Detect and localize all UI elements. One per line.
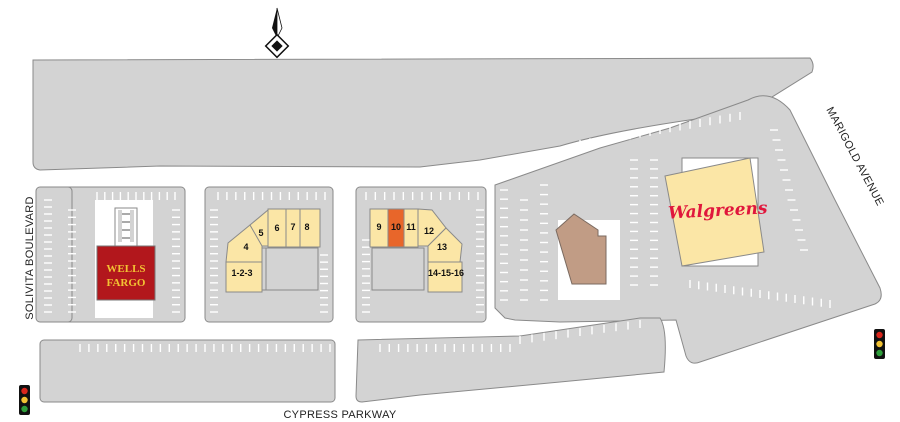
unit-13-label: 13 [437,242,447,252]
west-retail-building: 1-2-3 4 5 6 7 8 [225,208,321,293]
bank-name-line2: FARGO [107,277,146,289]
unit-1-2-3-label: 1-2-3 [231,268,252,278]
traffic-light-icon [874,329,885,359]
east-retail-building: 9 10 11 12 13 14-15-16 [369,208,464,293]
traffic-light-icon [19,385,30,415]
parking-strip-south-east [355,317,666,403]
street-label-west: SOLIVITA BOULEVARD [24,196,36,320]
street-label-south: CYPRESS PARKWAY [283,409,396,421]
unit-6-label: 6 [274,223,279,233]
unit-7-label: 7 [290,222,295,232]
unit-5-label: 5 [258,228,263,238]
walgreens-building: Walgreens [664,157,768,267]
parking-strip-south-west [39,339,336,403]
parking-strip-west [35,186,73,323]
unit-9-label: 9 [376,222,381,232]
parking-stalls [44,112,831,352]
drive-thru-lane [114,207,138,247]
unit-12-label: 12 [424,226,434,236]
unit-10-label: 10 [391,222,401,232]
unit-8-label: 8 [304,222,309,232]
parking-lot-north [32,57,814,171]
bank-name-line1: WELLS [106,263,145,275]
unit-11-label: 11 [406,222,416,232]
unit-14-15-16-label: 14-15-16 [428,268,464,278]
unit-4-label: 4 [243,242,248,252]
wells-fargo-building: WELLS FARGO [96,245,156,301]
outparcel-building [555,213,607,285]
street-label-east: MARIGOLD AVENUE [824,105,886,208]
